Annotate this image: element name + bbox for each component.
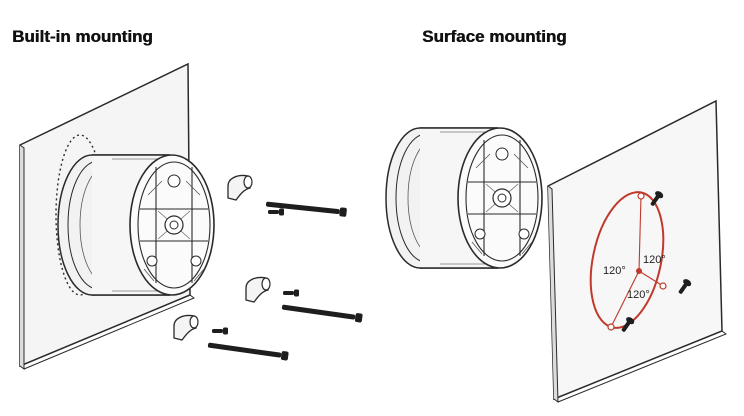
screw-long-3	[207, 340, 289, 361]
clip-upper	[227, 174, 253, 201]
surface-screw-right	[678, 279, 692, 294]
screw-short-1	[268, 208, 284, 216]
surface-screw-top	[650, 191, 664, 206]
screw-short-2	[283, 289, 299, 297]
surface-mounting-title: Surface mounting	[422, 27, 567, 46]
angle-label-right: 120°	[643, 254, 666, 266]
angle-label-left: 120°	[603, 265, 626, 277]
housing-surface	[385, 127, 543, 269]
surface-screw-bottom	[621, 317, 635, 332]
clip-middle	[245, 276, 271, 303]
screw-long-2	[281, 302, 363, 323]
screw-short-3	[212, 327, 228, 335]
surface-panel	[547, 99, 728, 404]
screw-long-1	[265, 199, 348, 217]
clip-lower	[173, 314, 199, 341]
angle-label-bottom: 120°	[627, 289, 650, 301]
built-in-mounting-title: Built-in mounting	[12, 27, 153, 46]
housing-built-in	[57, 154, 215, 296]
hole-pattern-diagram: 120° 120° 120°	[589, 191, 667, 331]
